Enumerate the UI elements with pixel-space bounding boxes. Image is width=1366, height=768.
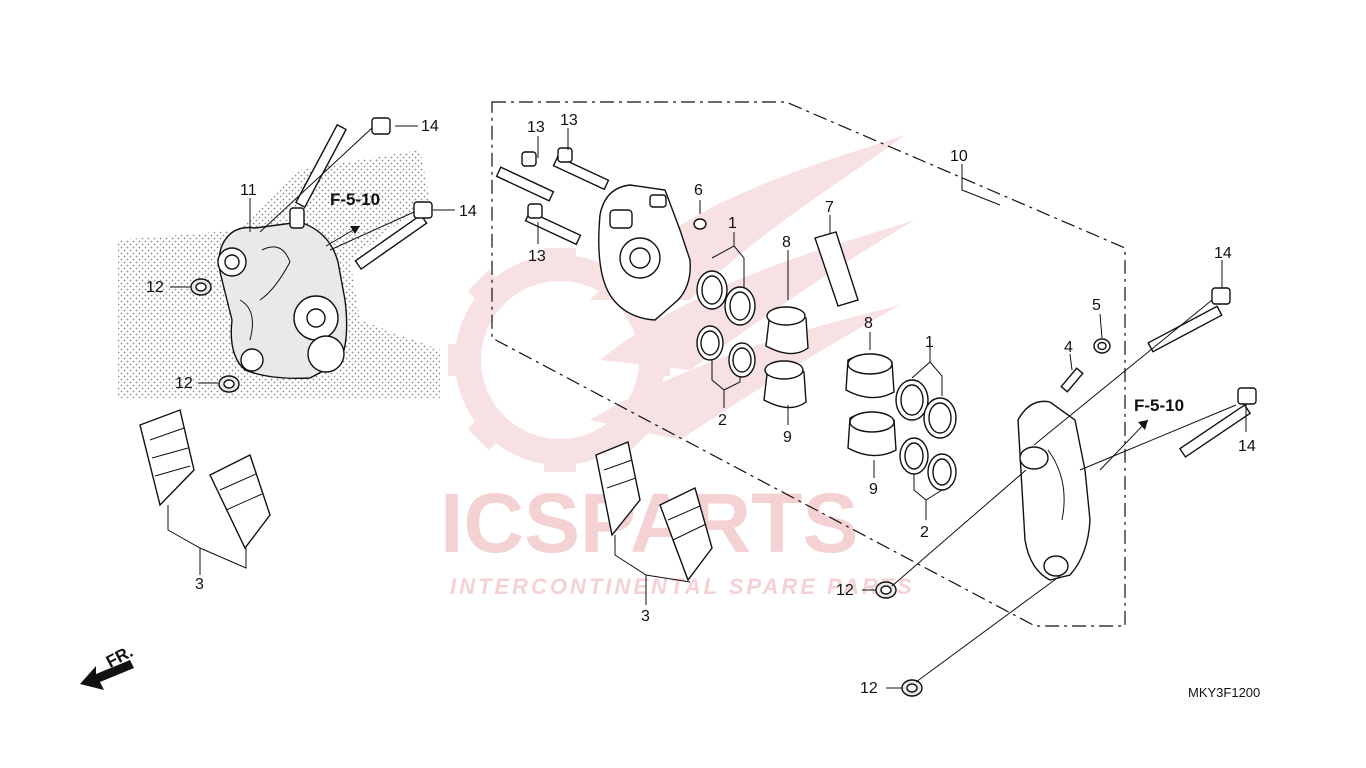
brake-pads-center <box>595 441 713 582</box>
brake-pads-left <box>139 409 271 550</box>
piston-seals-1-center <box>696 270 756 326</box>
callout-9-center: 9 <box>783 429 792 446</box>
callout-4: 4 <box>1064 339 1073 356</box>
watermark: ICSPARTS INTERCONTINENTAL SPARE PARTS <box>440 135 915 599</box>
callout-labels: 11 12 12 14 14 3 13 13 13 6 1 7 8 2 9 10… <box>146 112 1256 697</box>
watermark-brand: ICSPARTS <box>440 476 858 570</box>
callout-13-b: 13 <box>560 112 578 129</box>
callout-12-left-upper: 12 <box>146 279 164 296</box>
callout-12-right-lower: 12 <box>860 680 878 697</box>
callout-13-a: 13 <box>527 119 545 136</box>
seal-12-right-lower <box>901 679 923 697</box>
bolt-13-c <box>524 203 582 246</box>
piston-seals-1-right <box>895 379 957 439</box>
pad-spring-7 <box>814 231 859 307</box>
callout-1-center: 1 <box>728 215 737 232</box>
bolt-14-right-upper <box>1147 287 1231 353</box>
callout-12-right-upper: 12 <box>836 582 854 599</box>
callout-5: 5 <box>1092 297 1101 314</box>
bolt-13-b <box>552 147 610 191</box>
bolt-13-a <box>495 151 555 202</box>
pistons-right <box>845 353 897 457</box>
callout-12-left-lower: 12 <box>175 375 193 392</box>
seal-12-right-upper <box>875 581 897 599</box>
reference-arrow-left <box>325 225 361 247</box>
callout-13-c: 13 <box>528 248 546 265</box>
bleeder-cap-5 <box>1093 338 1111 354</box>
dust-seals-2-center <box>696 325 756 378</box>
leader-lines <box>167 125 1247 689</box>
callout-3-left: 3 <box>195 576 204 593</box>
callout-2-center: 2 <box>718 412 727 429</box>
reference-label-right: F-5-10 <box>1134 396 1184 415</box>
right-caliper-body <box>1017 400 1091 581</box>
callout-9-right: 9 <box>869 481 878 498</box>
bolt-14-middle <box>354 201 433 271</box>
callout-8-center: 8 <box>782 234 791 251</box>
bleeder-valve-4 <box>1060 367 1084 393</box>
callout-6: 6 <box>694 182 703 199</box>
callout-10: 10 <box>950 148 968 165</box>
callout-1-right: 1 <box>925 334 934 351</box>
washer-6 <box>693 218 707 230</box>
center-caliper-body <box>598 184 691 321</box>
bolt-14-right-lower <box>1178 387 1257 458</box>
watermark-tagline: INTERCONTINENTAL SPARE PARTS <box>450 574 915 599</box>
reference-arrow-right <box>1099 419 1149 471</box>
callout-14-right-upper: 14 <box>1214 245 1232 262</box>
diagram-code: MKY3F1200 <box>1188 685 1260 700</box>
front-direction-arrow-icon <box>80 660 134 690</box>
callout-2-right: 2 <box>920 524 929 541</box>
pistons-center <box>763 306 809 409</box>
callout-8-right: 8 <box>864 315 873 332</box>
left-caliper-assembly <box>118 150 440 398</box>
callout-7: 7 <box>825 199 834 216</box>
callout-14-right-lower: 14 <box>1238 438 1256 455</box>
callout-11: 11 <box>240 182 257 199</box>
callout-3-center: 3 <box>641 608 650 625</box>
callout-14-upper: 14 <box>421 118 439 135</box>
dust-seals-2-right <box>899 437 957 491</box>
callout-14-middle: 14 <box>459 203 477 220</box>
reference-label-left: F-5-10 <box>330 190 380 209</box>
